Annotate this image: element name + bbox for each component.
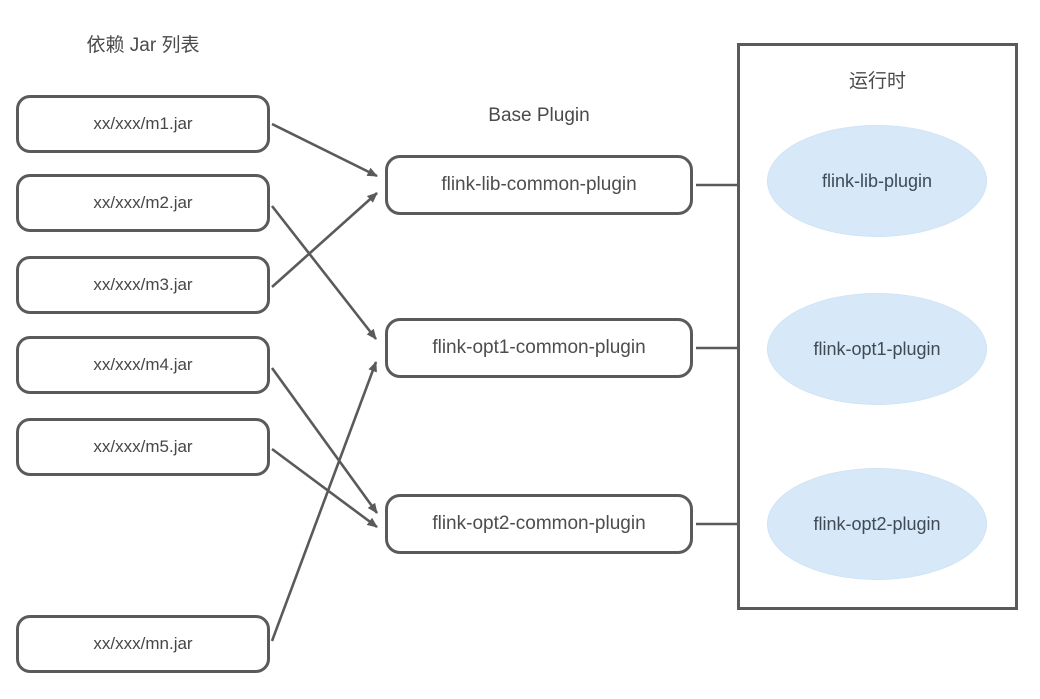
jar-box-m2: xx/xxx/m2.jar: [16, 174, 270, 232]
plugin-column-title: Base Plugin: [488, 105, 590, 126]
jar-box-m1: xx/xxx/m1.jar: [16, 95, 270, 153]
jar-column-title: 依赖 Jar 列表: [86, 35, 200, 56]
plugin-box-opt1-common: flink-opt1-common-plugin: [385, 318, 693, 378]
plugin-box-opt2-common: flink-opt2-common-plugin: [385, 494, 693, 554]
runtime-ellipse-opt2-plugin-label: flink-opt2-plugin: [813, 513, 941, 534]
arrow-m2-to-opt1-common: [270, 205, 378, 340]
arrow-m3-to-lib-common: [271, 192, 378, 288]
plugin-box-opt1-common-label: flink-opt1-common-plugin: [432, 337, 646, 358]
plugin-box-opt2-common-label: flink-opt2-common-plugin: [432, 513, 646, 534]
arrow-m1-to-lib-common: [271, 122, 378, 178]
runtime-ellipse-opt2-plugin: flink-opt2-plugin: [767, 468, 987, 580]
jar-box-m5-label: xx/xxx/m5.jar: [93, 437, 193, 456]
jar-box-mn: xx/xxx/mn.jar: [16, 615, 270, 673]
arrow-m5-to-opt2-common: [271, 447, 378, 529]
jar-box-m4: xx/xxx/m4.jar: [16, 336, 270, 394]
jar-box-m4-label: xx/xxx/m4.jar: [93, 355, 193, 374]
jar-box-mn-label: xx/xxx/mn.jar: [93, 634, 193, 653]
jar-box-m5: xx/xxx/m5.jar: [16, 418, 270, 476]
runtime-ellipse-lib-plugin-label: flink-lib-plugin: [821, 170, 933, 191]
runtime-ellipse-opt1-plugin: flink-opt1-plugin: [767, 293, 987, 405]
runtime-panel-title: 运行时: [848, 71, 906, 92]
plugin-box-lib-common-label: flink-lib-common-plugin: [441, 174, 637, 195]
jar-box-m3-label: xx/xxx/m3.jar: [93, 275, 193, 294]
runtime-ellipse-opt1-plugin-label: flink-opt1-plugin: [813, 338, 941, 359]
arrow-mn-to-opt1-common: [270, 361, 378, 642]
runtime-ellipse-lib-plugin: flink-lib-plugin: [767, 125, 987, 237]
arrow-m4-to-opt2-common: [270, 367, 379, 514]
jar-box-m2-label: xx/xxx/m2.jar: [93, 193, 193, 212]
plugin-box-lib-common: flink-lib-common-plugin: [385, 155, 693, 215]
jar-box-m3: xx/xxx/m3.jar: [16, 256, 270, 314]
jar-box-m1-label: xx/xxx/m1.jar: [93, 114, 193, 133]
